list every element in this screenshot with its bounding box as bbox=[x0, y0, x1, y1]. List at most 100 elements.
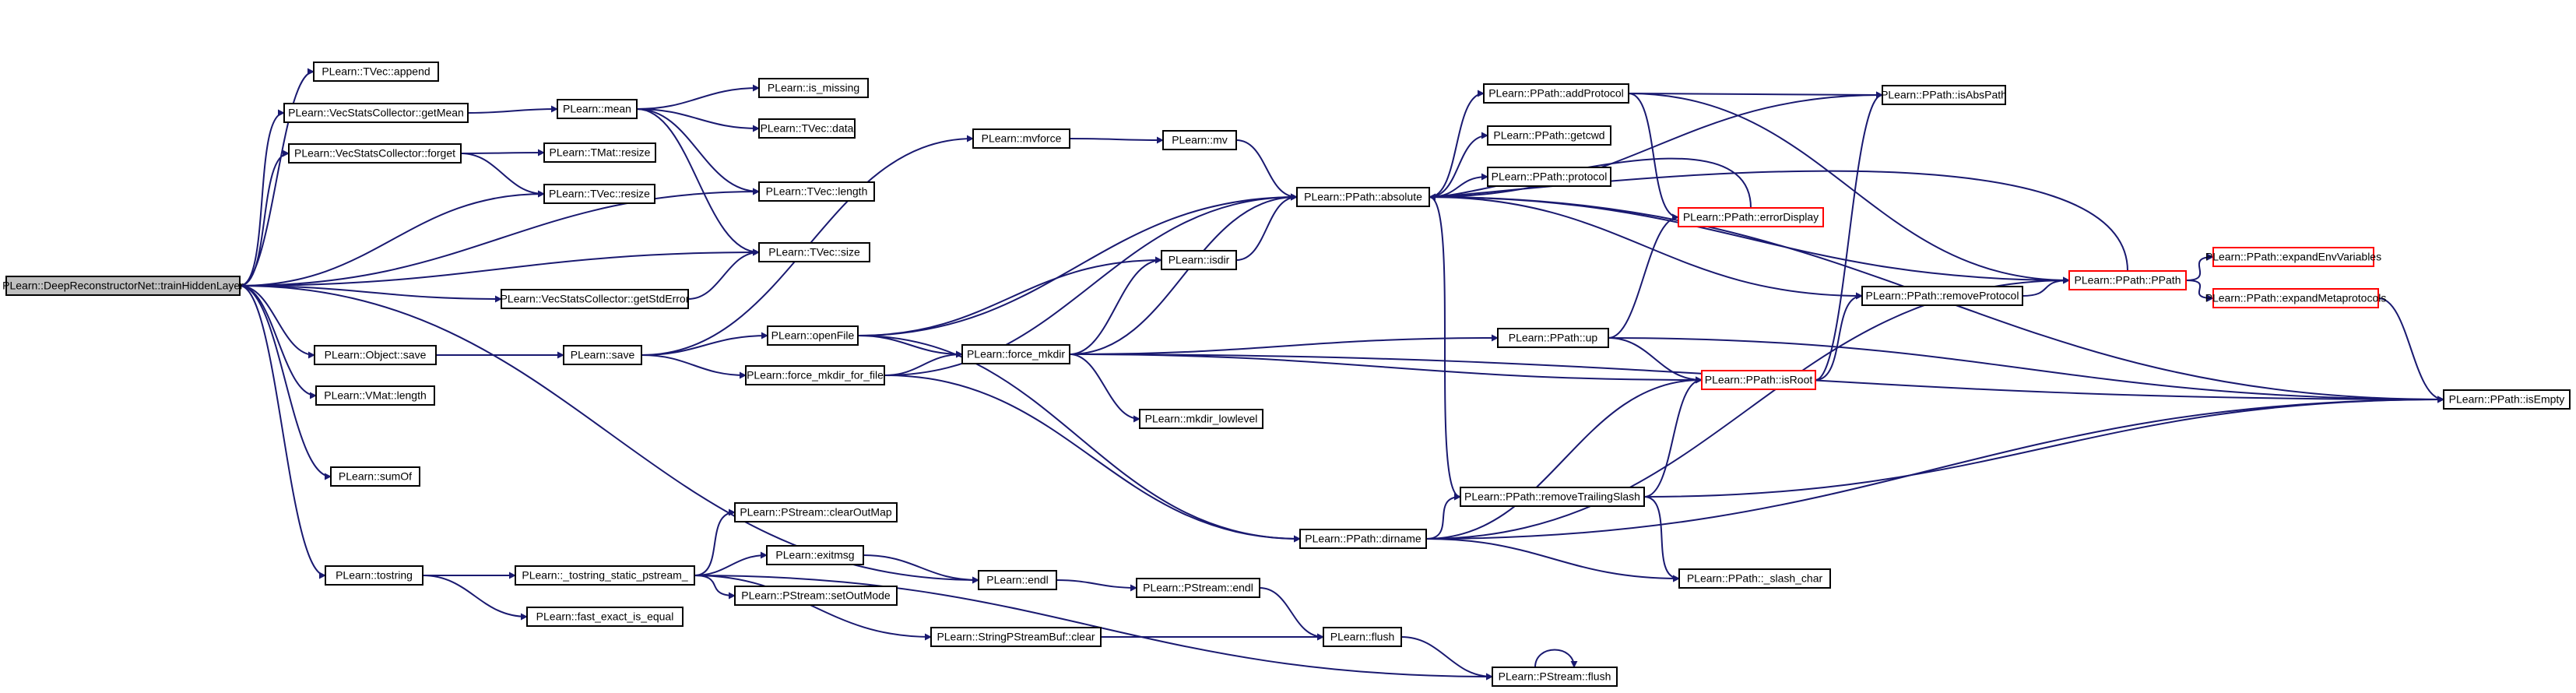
edge-openfile-to-isdir bbox=[857, 256, 1162, 336]
node-label: PLearn::VMat::length bbox=[324, 389, 427, 402]
edge-vsc-forget-to-tvec-resize bbox=[460, 153, 545, 198]
node-isdir[interactable]: PLearn::isdir bbox=[1161, 250, 1237, 270]
node-label: PLearn::PPath::PPath bbox=[2075, 274, 2181, 287]
node-flush[interactable]: PLearn::flush bbox=[1323, 627, 1402, 647]
node-box bbox=[758, 78, 869, 98]
node-fast-exact[interactable]: PLearn::fast_exact_is_equal bbox=[526, 607, 684, 627]
node-isabspath[interactable]: PLearn::PPath::isAbsPath bbox=[1881, 85, 2007, 105]
node-label: PLearn::TVec::length bbox=[766, 185, 868, 198]
node-errordisplay[interactable]: PLearn::PPath::errorDisplay bbox=[1678, 207, 1824, 227]
node-object-save[interactable]: PLearn::Object::save bbox=[314, 345, 437, 365]
node-endl[interactable]: PLearn::endl bbox=[978, 570, 1057, 590]
node-box bbox=[1882, 85, 2006, 105]
node-mkdir-lowlevel[interactable]: PLearn::mkdir_lowlevel bbox=[1139, 409, 1263, 429]
edge-ppath-absolute-to-addprotocol bbox=[1429, 90, 1485, 198]
node-vsc-forget[interactable]: PLearn::VecStatsCollector::forget bbox=[288, 143, 462, 164]
node-expandmeta[interactable]: PLearn::PPath::expandMetaprotocols bbox=[2205, 288, 2387, 308]
node-spsb-clear[interactable]: PLearn::StringPStreamBuf::clear bbox=[930, 627, 1102, 647]
node-box bbox=[1296, 187, 1430, 207]
edge-endl-to-pstream-endl bbox=[1056, 579, 1137, 592]
node-label: PLearn::PStream::clearOutMap bbox=[740, 506, 892, 519]
node-box bbox=[758, 118, 856, 139]
node-exitmsg[interactable]: PLearn::exitmsg bbox=[766, 545, 864, 565]
node-tostring[interactable]: PLearn::tostring bbox=[325, 565, 423, 586]
edge-ppath-absolute-to-removeprotocol bbox=[1429, 196, 1863, 300]
node-label: PLearn::PPath::isAbsPath bbox=[1881, 89, 2007, 101]
node-label: PLearn::tostring bbox=[336, 569, 413, 582]
node-box bbox=[501, 289, 689, 309]
node-addprotocol[interactable]: PLearn::PPath::addProtocol bbox=[1483, 83, 1629, 104]
node-clearoutmap[interactable]: PLearn::PStream::clearOutMap bbox=[734, 502, 898, 522]
edge-root-to-tvec-length bbox=[239, 188, 760, 287]
node-label: PLearn::TVec::resize bbox=[549, 188, 650, 200]
node-mvforce[interactable]: PLearn::mvforce bbox=[972, 128, 1070, 149]
node-label: PLearn::VecStatsCollector::getStdError bbox=[501, 293, 690, 305]
node-tvec-length[interactable]: PLearn::TVec::length bbox=[758, 181, 875, 202]
node-label: PLearn::save bbox=[571, 349, 635, 361]
node-box bbox=[734, 502, 898, 522]
node-slash-char[interactable]: PLearn::PPath::_slash_char bbox=[1678, 568, 1831, 589]
node-sumof[interactable]: PLearn::sumOf bbox=[330, 466, 420, 487]
node-tmat-resize[interactable]: PLearn::TMat::resize bbox=[543, 142, 656, 163]
node-vsc-getmean[interactable]: PLearn::VecStatsCollector::getMean bbox=[283, 103, 469, 123]
node-openfile[interactable]: PLearn::openFile bbox=[767, 325, 859, 346]
node-box bbox=[288, 143, 462, 164]
node-box bbox=[1678, 568, 1831, 589]
node-box bbox=[1483, 83, 1629, 104]
node-expandenv[interactable]: PLearn::PPath::expandEnvVariables bbox=[2205, 247, 2381, 267]
node-box bbox=[961, 344, 1070, 364]
node-vmat-length[interactable]: PLearn::VMat::length bbox=[315, 385, 435, 406]
node-ppath-ppath[interactable]: PLearn::PPath::PPath bbox=[2068, 270, 2187, 290]
node-label: PLearn::endl bbox=[986, 574, 1048, 586]
node-removetrailingslash[interactable]: PLearn::PPath::removeTrailingSlash bbox=[1460, 487, 1645, 507]
node-tvec-data[interactable]: PLearn::TVec::data bbox=[758, 118, 856, 139]
node-vsc-getstderr[interactable]: PLearn::VecStatsCollector::getStdError bbox=[501, 289, 690, 309]
node-box bbox=[766, 545, 864, 565]
node-tostring-static[interactable]: PLearn::_tostring_static_pstream_ bbox=[515, 565, 695, 586]
edge-force-mkdir-to-ppath-absolute bbox=[1069, 193, 1298, 355]
node-tvec-size[interactable]: PLearn::TVec::size bbox=[758, 242, 870, 262]
node-force-mkdir[interactable]: PLearn::force_mkdir bbox=[961, 344, 1070, 364]
node-isempty[interactable]: PLearn::PPath::isEmpty bbox=[2443, 389, 2571, 410]
node-label: PLearn::PPath::getcwd bbox=[1493, 129, 1604, 142]
node-protocol[interactable]: PLearn::PPath::protocol bbox=[1487, 167, 1611, 187]
node-tvec-append[interactable]: PLearn::TVec::append bbox=[313, 62, 439, 82]
node-force-mkdir-for-file[interactable]: PLearn::force_mkdir_for_file bbox=[745, 365, 885, 385]
node-box bbox=[745, 365, 885, 385]
node-ppath-up[interactable]: PLearn::PPath::up bbox=[1497, 328, 1609, 348]
node-box bbox=[325, 565, 423, 586]
edge-dirname-to-slash-char bbox=[1425, 538, 1680, 582]
node-box bbox=[1861, 286, 2023, 306]
node-is-missing[interactable]: PLearn::is_missing bbox=[758, 78, 869, 98]
node-box bbox=[972, 128, 1070, 149]
node-box bbox=[1161, 250, 1237, 270]
edge-dirname-to-removetrailingslash bbox=[1425, 493, 1461, 540]
edge-openfile-to-dirname bbox=[857, 335, 1301, 543]
node-mv[interactable]: PLearn::mv bbox=[1162, 130, 1237, 150]
edge-force-mkdir-to-ppath-up bbox=[1069, 334, 1499, 355]
node-ppath-absolute[interactable]: PLearn::PPath::absolute bbox=[1296, 187, 1430, 207]
node-label: PLearn::_tostring_static_pstream_ bbox=[522, 569, 687, 582]
edge-addprotocol-to-ppath-ppath bbox=[1628, 93, 2070, 284]
node-removeprotocol[interactable]: PLearn::PPath::removeProtocol bbox=[1861, 286, 2023, 306]
node-label: PLearn::mv bbox=[1172, 134, 1228, 146]
node-dirname[interactable]: PLearn::PPath::dirname bbox=[1299, 529, 1427, 549]
node-root[interactable]: PLearn::DeepReconstructorNet::trainHidde… bbox=[2, 276, 244, 296]
node-label: PLearn::VecStatsCollector::getMean bbox=[288, 107, 464, 119]
edge-root-to-tostring bbox=[239, 285, 326, 579]
node-box bbox=[1299, 529, 1427, 549]
node-pstream-endl[interactable]: PLearn::PStream::endl bbox=[1136, 578, 1260, 598]
node-save[interactable]: PLearn::save bbox=[563, 345, 642, 365]
node-getcwd[interactable]: PLearn::PPath::getcwd bbox=[1487, 125, 1611, 146]
node-mean[interactable]: PLearn::mean bbox=[557, 99, 638, 119]
node-setoutmode[interactable]: PLearn::PStream::setOutMode bbox=[734, 586, 898, 606]
node-box bbox=[758, 181, 875, 202]
node-box bbox=[1323, 627, 1402, 647]
node-isroot[interactable]: PLearn::PPath::isRoot bbox=[1701, 370, 1816, 390]
node-tvec-resize[interactable]: PLearn::TVec::resize bbox=[543, 184, 655, 204]
node-label: PLearn::exitmsg bbox=[775, 549, 854, 561]
edge-force-mkdir-for-file-to-dirname bbox=[884, 375, 1301, 543]
node-pstream-flush[interactable]: PLearn::PStream::flush bbox=[1492, 667, 1618, 687]
node-label: PLearn::PStream::endl bbox=[1143, 582, 1253, 594]
edge-root-to-vsc-getstderr bbox=[239, 285, 502, 303]
